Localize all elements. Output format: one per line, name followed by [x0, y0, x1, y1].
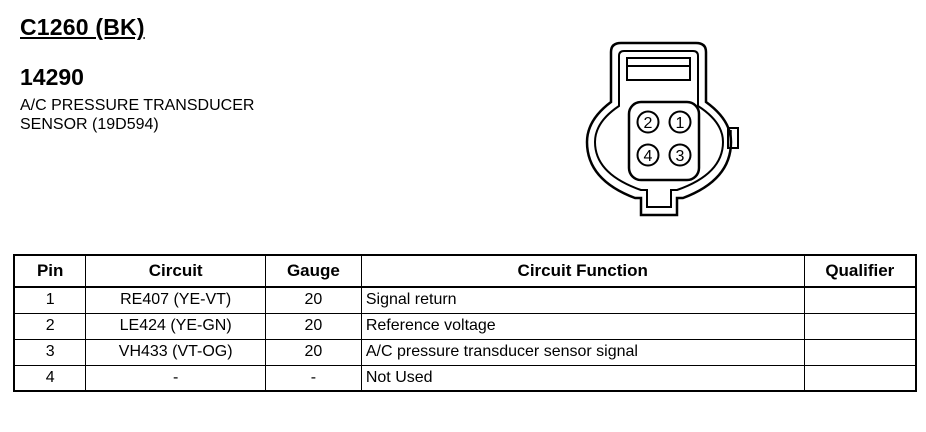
- table-header-row: Pin Circuit Gauge Circuit Function Quali…: [13, 254, 917, 288]
- table-row: 3 VH433 (VT-OG) 20 A/C pressure transduc…: [13, 338, 917, 366]
- pinout-table: Pin Circuit Gauge Circuit Function Quali…: [13, 254, 917, 392]
- cell-circuit: -: [85, 364, 266, 392]
- description-line-2: SENSOR (19D594): [20, 116, 159, 133]
- table-row: 2 LE424 (YE-GN) 20 Reference voltage: [13, 312, 917, 340]
- table-row: 4 - - Not Used: [13, 364, 917, 392]
- connector-face-diagram: 2 1 4 3: [585, 41, 739, 217]
- cell-circuit: VH433 (VT-OG): [85, 338, 266, 366]
- cell-function: A/C pressure transducer sensor signal: [360, 338, 805, 366]
- cell-qualifier: [803, 286, 917, 314]
- header-gauge: Gauge: [264, 254, 362, 288]
- cell-circuit: LE424 (YE-GN): [85, 312, 266, 340]
- pin-2: 2: [636, 110, 660, 134]
- header-circuit-function: Circuit Function: [360, 254, 805, 288]
- cell-function: Reference voltage: [360, 312, 805, 340]
- cell-qualifier: [803, 312, 917, 340]
- svg-text:2: 2: [644, 115, 653, 132]
- connector-latch: [626, 57, 691, 81]
- pin-1: 1: [668, 110, 692, 134]
- header-qualifier: Qualifier: [803, 254, 917, 288]
- connector-id: C1260 (BK): [20, 14, 145, 40]
- cell-function: Signal return: [360, 286, 805, 314]
- part-number: 14290: [20, 64, 84, 90]
- cell-qualifier: [803, 338, 917, 366]
- cell-gauge: -: [264, 364, 362, 392]
- cell-function: Not Used: [360, 364, 805, 392]
- pin-cavity-block: [627, 100, 701, 182]
- table-row: 1 RE407 (YE-VT) 20 Signal return: [13, 286, 917, 314]
- cell-qualifier: [803, 364, 917, 392]
- connector-housing-inner: [593, 50, 725, 208]
- description-line-1: A/C PRESSURE TRANSDUCER: [20, 97, 255, 114]
- cell-pin: 2: [13, 312, 87, 340]
- connector-housing-outer: [585, 41, 733, 217]
- svg-text:3: 3: [676, 148, 685, 165]
- svg-text:4: 4: [644, 148, 653, 165]
- cell-pin: 4: [13, 364, 87, 392]
- header-circuit: Circuit: [85, 254, 266, 288]
- cell-gauge: 20: [264, 312, 362, 340]
- cell-gauge: 20: [264, 286, 362, 314]
- pin-4: 4: [636, 143, 660, 167]
- cell-pin: 1: [13, 286, 87, 314]
- cell-pin: 3: [13, 338, 87, 366]
- pin-3: 3: [668, 143, 692, 167]
- connector-description: A/C PRESSURE TRANSDUCER SENSOR (19D594): [20, 96, 350, 134]
- svg-text:1: 1: [676, 115, 685, 132]
- header-pin: Pin: [13, 254, 87, 288]
- cell-circuit: RE407 (YE-VT): [85, 286, 266, 314]
- cell-gauge: 20: [264, 338, 362, 366]
